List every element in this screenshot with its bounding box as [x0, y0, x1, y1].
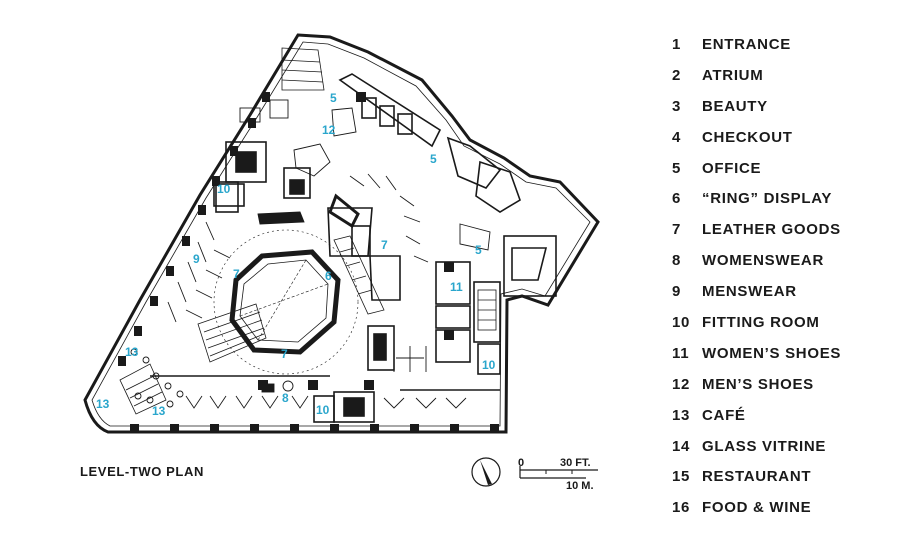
room-label: 7 — [281, 347, 288, 361]
ring-display — [213, 229, 359, 375]
room-label: 7 — [233, 267, 240, 281]
fixtures — [130, 99, 491, 409]
north-arrow-icon — [471, 457, 501, 487]
room-label: 10 — [217, 182, 231, 196]
legend-item: 6“RING” DISPLAY — [672, 190, 833, 208]
room-label: 12 — [322, 123, 336, 137]
room-label: 5 — [330, 91, 337, 105]
stairs — [119, 47, 497, 415]
room-label: 5 — [430, 152, 437, 166]
room-label: 13 — [152, 404, 166, 418]
building-outline — [83, 33, 600, 434]
room-label: 13 — [125, 345, 139, 359]
room-label: 10 — [482, 358, 496, 372]
room-label: 13 — [96, 397, 110, 411]
room-label: 11 — [450, 280, 463, 294]
scale-meters: 10 M. — [566, 480, 594, 492]
plan-caption: LEVEL-TWO PLAN — [80, 464, 204, 479]
room-label: 10 — [316, 403, 330, 417]
interior-walls — [150, 73, 557, 423]
room-label: 6 — [325, 269, 332, 283]
scale-feet: 30 FT. — [560, 457, 591, 469]
room-label: 7 — [381, 238, 388, 252]
room-label: 5 — [475, 243, 482, 257]
scale-bar: 0 30 FT. 10 M. — [518, 457, 598, 492]
room-label: 8 — [282, 391, 289, 405]
scale-zero: 0 — [518, 457, 524, 469]
room-label: 9 — [193, 252, 200, 266]
room-labels: 5 12 5 10 7 9 7 6 5 11 13 7 10 13 13 8 1… — [96, 91, 496, 418]
